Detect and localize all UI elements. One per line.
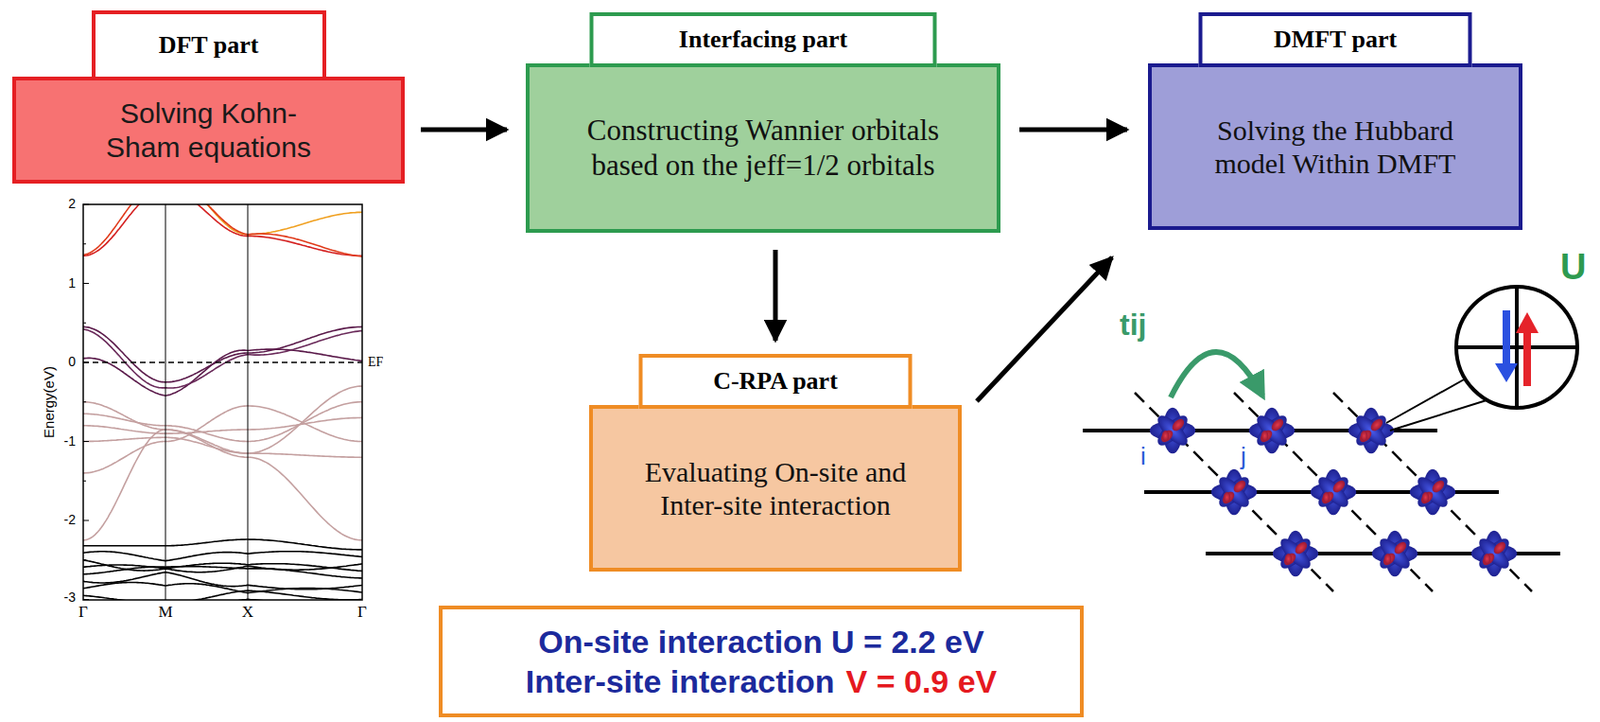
tick-label: -3 [64,590,76,605]
axis-tick [83,558,87,560]
text-row: On-site interaction U = 2.2 eV [538,621,984,662]
axis-title: Energy(eV) [41,365,58,438]
tick-label: 0 [68,354,76,369]
tick-label: -1 [64,434,76,449]
band-line [83,348,363,396]
k-point-label: Γ [357,603,367,622]
band-line [83,572,363,590]
axis-tick [83,598,89,600]
tick-label: 2 [68,196,76,211]
axis-ticks [83,204,89,600]
flow-arrow [420,127,507,133]
section-body: Evaluating On-site and Inter-site intera… [609,454,941,522]
band-line [83,385,363,453]
band-line [83,582,363,593]
band-lines [83,204,363,600]
hopping-label: tij [1119,308,1147,342]
dft-box: DFT partSolving Kohn-Sham equations [12,76,405,184]
band-line [83,551,363,561]
flow-arrow [1019,127,1128,133]
tick-label: 1 [68,276,76,291]
section-heading: DMFT part [1199,12,1473,68]
axis-tick [83,282,89,284]
band-line [83,559,363,573]
result-text: On-site interaction U = 2.2 eV [538,621,984,662]
site-label: j [1240,442,1247,470]
section-body: Constructing Wannier orbitals based on t… [546,113,980,183]
crpa-box: C-RPA partEvaluating On-site and Inter-s… [589,404,962,572]
orbitals [1149,407,1518,577]
section-heading: C-RPA part [639,353,913,409]
fermi-label: EF [367,354,383,369]
axis-tick [83,362,89,364]
axis-tick [83,520,89,522]
hopping-arrow [1170,351,1263,398]
dmft-box: DMFT partSolving the Hubbard model Withi… [1147,63,1523,230]
flow-arrow [976,257,1113,401]
section-heading: DFT part [91,10,327,81]
interfacing-box: Interfacing partConstructing Wannier orb… [525,63,1001,233]
band-line [83,436,363,457]
band-line [83,590,363,600]
zoom-callout [1386,286,1578,431]
band-line [83,566,363,578]
axis-tick [83,204,89,206]
flow-arrow [773,249,779,341]
axis-tick [83,480,87,482]
k-point-label: Γ [78,603,88,622]
band-line [83,329,363,388]
axis-tick [83,322,87,324]
section-body: Solving the Hubbard model Within DMFT [1168,113,1502,181]
k-point-label: X [242,603,254,622]
band-line [83,539,363,550]
fermi-level-line [83,361,363,364]
band-line [83,429,363,540]
text-row: Inter-site interaction V = 0.9 eV [525,660,998,702]
band-line [83,204,363,257]
axis-tick [83,400,87,402]
result-box: On-site interaction U = 2.2 eVInter-site… [438,605,1084,717]
result-text: V = 0.9 eV [846,660,998,702]
k-point-line [247,204,249,600]
interaction-label: U [1560,247,1586,288]
plot-frame [83,204,363,600]
result-text: Inter-site interaction [525,660,835,702]
lattice-dashed-lines [1134,392,1532,592]
section-heading: Interfacing part [590,12,938,68]
band-line [83,401,363,442]
axis-tick [83,440,89,442]
tick-label: -2 [64,512,76,527]
band-line [83,405,363,473]
k-point-label: M [157,603,173,622]
site-label: i [1140,442,1147,470]
k-point-line [165,204,167,600]
axis-tick [83,243,87,244]
section-body: Solving Kohn-Sham equations [33,96,384,164]
